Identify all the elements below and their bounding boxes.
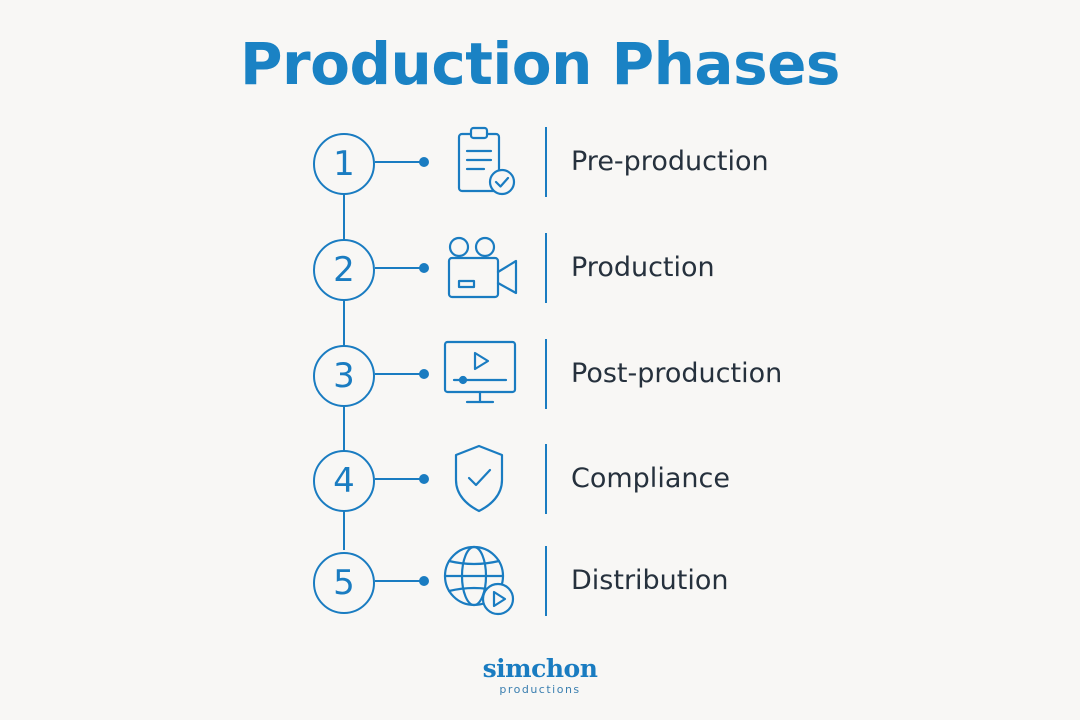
step-number: 4 bbox=[313, 450, 375, 512]
step-divider bbox=[545, 339, 547, 409]
phase-step: 2 Production bbox=[0, 230, 1080, 310]
step-dot bbox=[419, 576, 429, 586]
step-label: Compliance bbox=[571, 463, 730, 494]
brand-name: simchon bbox=[482, 654, 598, 683]
step-dot bbox=[419, 157, 429, 167]
globe-play-icon bbox=[440, 543, 520, 619]
brand-logo: simchon productions bbox=[0, 654, 1080, 696]
phase-step: 1 Pre-production bbox=[0, 124, 1080, 204]
step-divider bbox=[545, 127, 547, 197]
step-label: Production bbox=[571, 252, 715, 283]
clipboard-check-icon bbox=[440, 124, 520, 200]
step-number: 3 bbox=[313, 345, 375, 407]
page-title: Production Phases bbox=[240, 30, 840, 98]
step-number: 1 bbox=[313, 133, 375, 195]
step-label: Post-production bbox=[571, 358, 783, 389]
brand-tagline: productions bbox=[499, 683, 581, 696]
step-connector bbox=[375, 267, 423, 269]
step-divider bbox=[545, 444, 547, 514]
step-divider bbox=[545, 233, 547, 303]
step-dot bbox=[419, 263, 429, 273]
step-connector bbox=[375, 161, 423, 163]
step-connector bbox=[375, 478, 423, 480]
film-camera-icon bbox=[440, 230, 520, 306]
phase-step: 3 Post-production bbox=[0, 336, 1080, 416]
step-dot bbox=[419, 474, 429, 484]
shield-check-icon bbox=[440, 441, 520, 517]
step-label: Distribution bbox=[571, 565, 729, 596]
monitor-play-icon bbox=[440, 336, 520, 412]
step-connector bbox=[375, 373, 423, 375]
step-divider bbox=[545, 546, 547, 616]
step-dot bbox=[419, 369, 429, 379]
phase-step: 4 Compliance bbox=[0, 441, 1080, 521]
phase-step: 5 Distribution bbox=[0, 543, 1080, 623]
step-connector bbox=[375, 580, 423, 582]
step-number: 5 bbox=[313, 552, 375, 614]
step-number: 2 bbox=[313, 239, 375, 301]
step-label: Pre-production bbox=[571, 146, 769, 177]
